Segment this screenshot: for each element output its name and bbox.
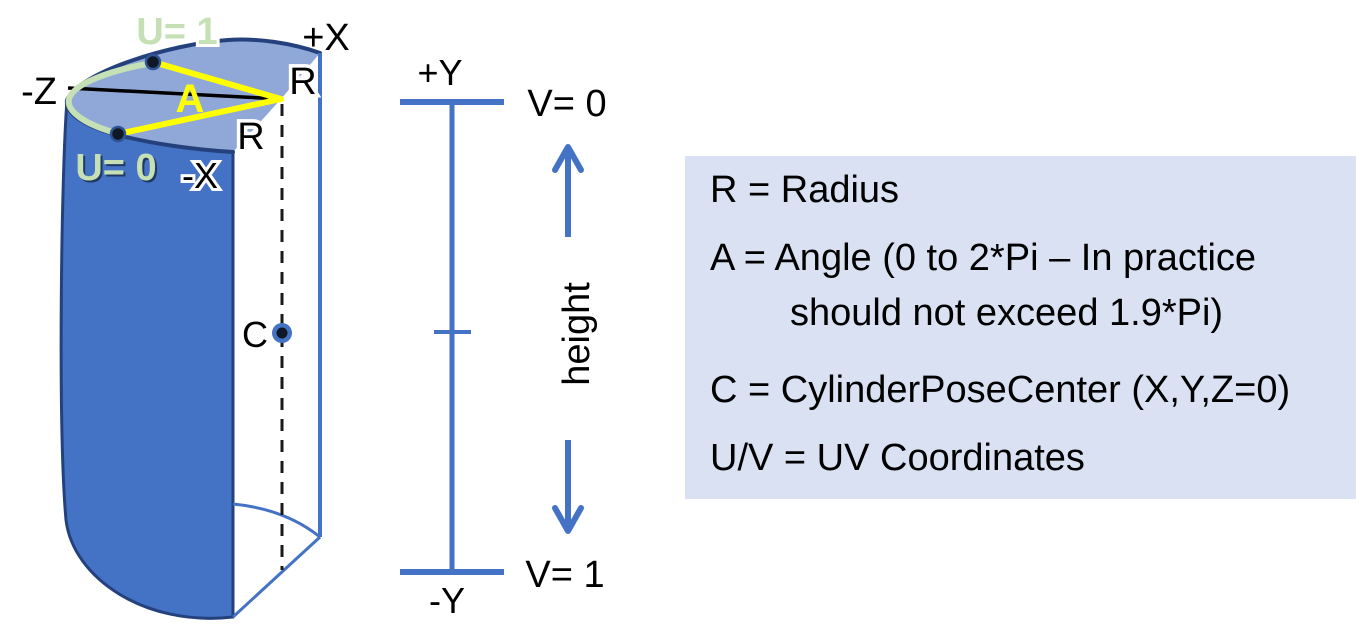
minus-z-radius-line — [67, 86, 282, 101]
radius-lower-label: R — [237, 116, 264, 158]
u0-label: U= 0 — [75, 147, 156, 189]
u0-point-dot — [109, 125, 127, 143]
radius-upper-label: R — [289, 61, 316, 103]
angle-label: A — [176, 77, 205, 121]
minus-x-label: -X — [182, 155, 218, 196]
legend-line-uv: U/V = UV Coordinates — [710, 437, 1085, 479]
v0-label: V= 0 — [527, 83, 606, 125]
cylinder-inner-bottom-arc — [232, 502, 321, 539]
height-label: height — [556, 282, 598, 386]
legend-line-angle-2: should not exceed 1.9*Pi) — [790, 292, 1224, 334]
down-arrow-head — [552, 505, 584, 534]
angle-radius-line-u1 — [150, 59, 284, 102]
angle-radius-line-u0 — [115, 96, 284, 137]
v1-label: V= 1 — [525, 554, 604, 596]
plus-x-label: +X — [302, 17, 350, 59]
legend-line-radius: R = Radius — [710, 169, 900, 211]
uv-seam-green-arc — [65, 60, 156, 136]
legend-line-center: C = CylinderPoseCenter (X,Y,Z=0) — [710, 369, 1291, 411]
legend-box: R = Radius A = Angle (0 to 2*Pi – In pra… — [685, 156, 1356, 499]
center-point-dot — [276, 327, 288, 339]
cylinder-bottom-cut-edge — [231, 535, 322, 619]
plus-y-label: +Y — [417, 52, 462, 93]
cylinder-and-axis-drawing: U= 1 +X -Z R A R U= 0 -X C +Y V= 0 heigh… — [21, 8, 607, 621]
u1-point-dot — [144, 53, 162, 71]
legend-line-angle-1: A = Angle (0 to 2*Pi – In practice — [710, 237, 1257, 279]
up-arrow-head — [552, 144, 584, 173]
u1-label: U= 1 — [136, 11, 217, 53]
minus-y-label: -Y — [429, 580, 465, 621]
minus-z-label: -Z — [21, 71, 57, 113]
center-label: C — [242, 314, 268, 355]
